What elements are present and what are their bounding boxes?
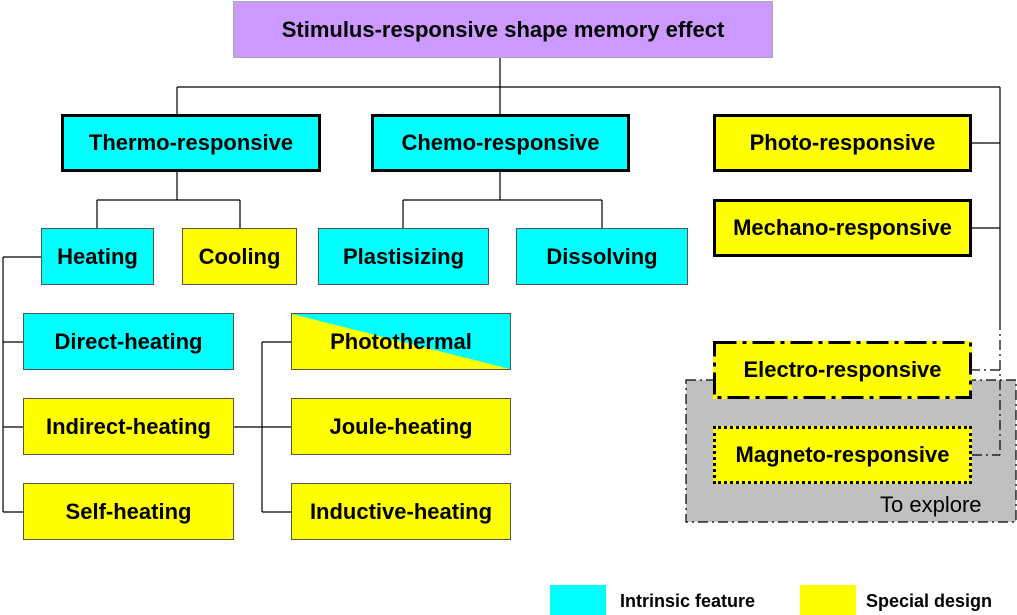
- direct-heating-label: Direct-heating: [54, 328, 203, 354]
- legend-intrinsic-swatch: [550, 585, 606, 615]
- magneto-responsive-label: Magneto-responsive: [735, 442, 950, 467]
- self-heating-node: Self-heating: [23, 483, 234, 540]
- joule-heating-node: Joule-heating: [291, 398, 511, 455]
- legend-intrinsic-label: Intrinsic feature: [620, 591, 756, 611]
- thermo-responsive-label: Thermo-responsive: [88, 130, 294, 155]
- photo-responsive-node: Photo-responsive: [713, 114, 972, 172]
- indirect-heating-label: Indirect-heating: [45, 413, 211, 439]
- plastisizing-label: Plastisizing: [342, 243, 465, 269]
- photo-responsive-label: Photo-responsive: [749, 130, 936, 155]
- electro-responsive-label: Electro-responsive: [743, 357, 942, 382]
- self-heating-label: Self-heating: [65, 498, 192, 524]
- inductive-heating-node: Inductive-heating: [291, 483, 511, 540]
- chemo-responsive-label: Chemo-responsive: [401, 130, 600, 155]
- dissolving-node: Dissolving: [516, 228, 688, 285]
- electro-border: [713, 341, 972, 399]
- root-label: Stimulus-responsive shape memory effect: [281, 16, 725, 42]
- magneto-responsive-node: Magneto-responsive: [713, 426, 972, 484]
- plastisizing-node: Plastisizing: [318, 228, 489, 285]
- heating-label: Heating: [57, 243, 138, 269]
- cooling-node: Cooling: [182, 228, 297, 285]
- mechano-responsive-node: Mechano-responsive: [713, 199, 972, 257]
- legend-special-label: Special design: [866, 591, 993, 611]
- chemo-responsive-node: Chemo-responsive: [371, 114, 630, 172]
- mechano-responsive-label: Mechano-responsive: [733, 215, 952, 240]
- legend-special-swatch: [800, 585, 856, 615]
- heating-node: Heating: [41, 228, 154, 285]
- indirect-heating-node: Indirect-heating: [23, 398, 234, 455]
- cooling-label: Cooling: [198, 243, 281, 269]
- photothermal-label: Photothermal: [330, 328, 472, 354]
- inductive-heating-label: Inductive-heating: [309, 498, 493, 524]
- electro-responsive-node: Electro-responsive: [713, 341, 972, 399]
- root-node: Stimulus-responsive shape memory effect: [233, 1, 773, 58]
- to-explore-label: To explore: [880, 492, 982, 517]
- dissolving-label: Dissolving: [546, 243, 658, 269]
- direct-heating-node: Direct-heating: [23, 313, 234, 370]
- thermo-responsive-node: Thermo-responsive: [61, 114, 321, 172]
- joule-heating-label: Joule-heating: [329, 413, 473, 439]
- photothermal-node: Photothermal: [291, 313, 511, 370]
